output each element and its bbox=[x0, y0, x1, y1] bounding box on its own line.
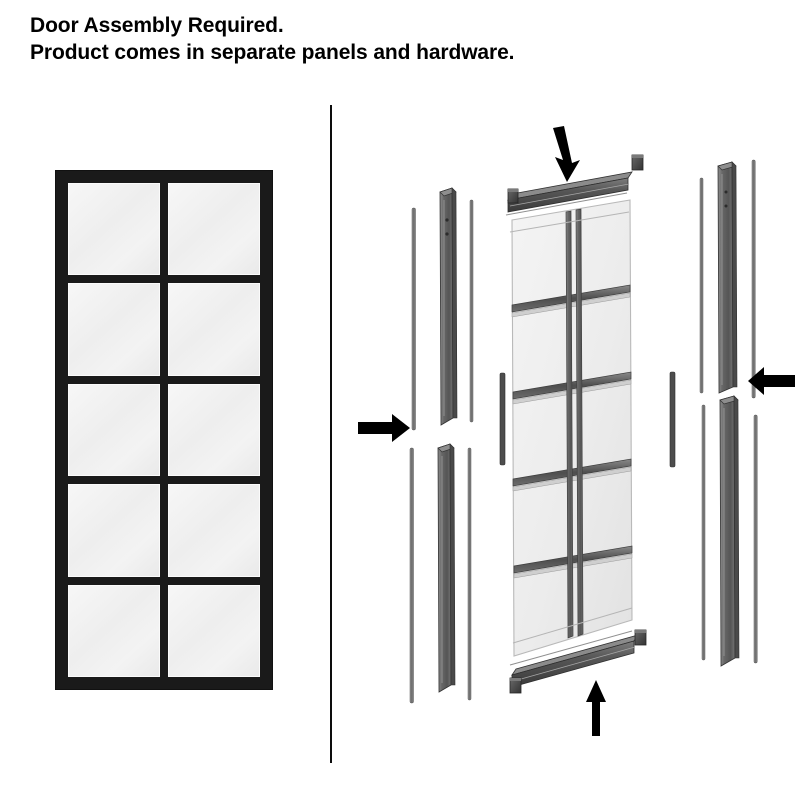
top-rail bbox=[505, 171, 633, 216]
door-pane bbox=[168, 183, 260, 276]
corner-block bbox=[634, 629, 647, 646]
stile-face bbox=[719, 395, 736, 667]
glass-edge-top bbox=[509, 211, 630, 233]
corner-block bbox=[509, 677, 522, 694]
stile-face bbox=[437, 443, 452, 693]
stile-side bbox=[451, 187, 458, 419]
screw-hole bbox=[724, 204, 728, 208]
trim-rod bbox=[701, 404, 706, 661]
trim-rod bbox=[751, 159, 756, 399]
door-pane bbox=[68, 484, 160, 577]
right-stile-lower bbox=[719, 395, 740, 667]
bottom-rail-highlight bbox=[513, 646, 636, 682]
stile-side bbox=[449, 443, 456, 686]
screw-hole bbox=[724, 190, 728, 194]
trim-rod bbox=[467, 447, 472, 701]
corner-blocks bbox=[507, 154, 647, 694]
muntin-bar-vertical bbox=[565, 210, 574, 639]
right-stile-upper bbox=[717, 161, 738, 394]
arrow-top-icon bbox=[553, 126, 580, 182]
muntin-bar bbox=[513, 545, 633, 574]
vertical-divider bbox=[330, 105, 332, 763]
door-pane bbox=[168, 584, 260, 677]
screw-hole bbox=[445, 232, 449, 236]
stile-side bbox=[731, 161, 738, 388]
door-pane bbox=[68, 283, 160, 376]
glass-edge-bottom bbox=[512, 607, 633, 644]
trim-rod bbox=[411, 207, 416, 431]
left-parts-group bbox=[409, 187, 506, 704]
trim-rod bbox=[753, 414, 758, 664]
muntin-bar-vertical bbox=[575, 208, 584, 637]
left-stile-upper bbox=[439, 187, 458, 426]
door-pane bbox=[168, 383, 260, 477]
stile-face bbox=[439, 187, 454, 426]
door-pane bbox=[68, 183, 160, 276]
stile-side bbox=[733, 395, 740, 659]
stile-face bbox=[717, 161, 734, 394]
top-rail-highlight bbox=[509, 183, 630, 207]
door-pane bbox=[168, 283, 260, 376]
vertical-muntin bbox=[565, 208, 584, 639]
bottom-rail-shadow-line bbox=[509, 630, 633, 666]
left-stile-lower bbox=[437, 443, 456, 693]
arrow-right-icon bbox=[748, 367, 795, 395]
trim-rod bbox=[699, 177, 704, 394]
trim-rod bbox=[469, 199, 474, 423]
short-trim-bar bbox=[669, 371, 676, 468]
assembly-arrows bbox=[358, 126, 795, 736]
trim-rod bbox=[409, 447, 414, 704]
caption-block: Door Assembly Required. Product comes in… bbox=[30, 12, 750, 66]
screw-hole bbox=[445, 218, 449, 222]
exploded-view bbox=[340, 100, 800, 760]
corner-block bbox=[631, 154, 644, 171]
corner-block bbox=[507, 188, 519, 204]
door-pane bbox=[68, 584, 160, 677]
top-rail-shadow-line bbox=[505, 192, 628, 216]
door-pane bbox=[68, 383, 160, 477]
short-trim-bar bbox=[499, 372, 506, 466]
glass-panel-assembly bbox=[509, 199, 633, 657]
right-parts-group bbox=[669, 159, 758, 667]
door-pane bbox=[168, 484, 260, 577]
arrow-bottom-icon bbox=[586, 680, 606, 736]
assembled-door bbox=[55, 170, 273, 690]
caption-line-2: Product comes in separate panels and har… bbox=[30, 41, 515, 64]
caption-line-1: Door Assembly Required. bbox=[30, 14, 284, 37]
arrow-left-icon bbox=[358, 414, 410, 442]
